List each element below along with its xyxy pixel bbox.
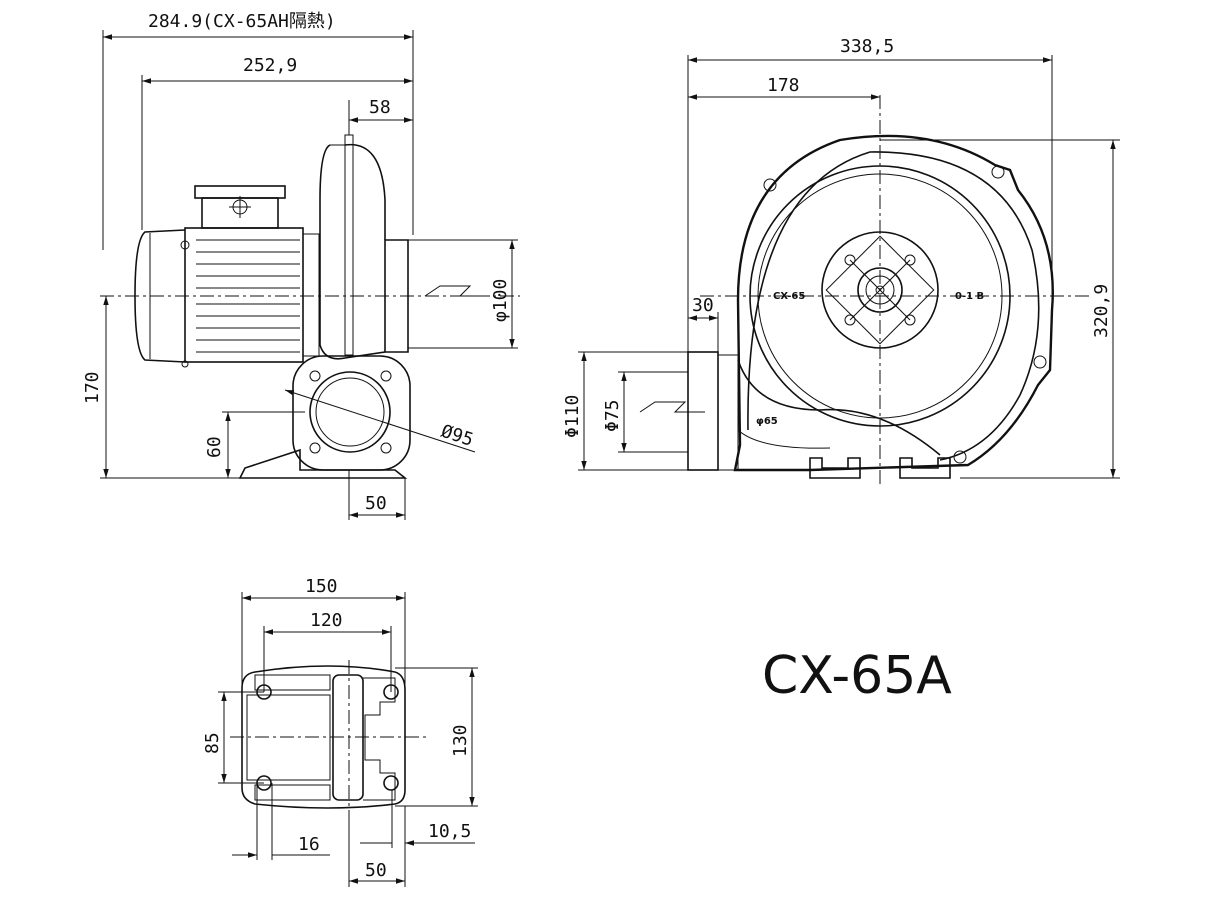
dim-hole-offset: 16 bbox=[298, 834, 320, 855]
base-plate bbox=[241, 665, 406, 809]
foot-left bbox=[809, 457, 861, 479]
front-model-mark: CX-65 bbox=[773, 291, 805, 302]
dim-outlet-dia: φ100 bbox=[490, 279, 511, 322]
volute-housing bbox=[733, 134, 1054, 472]
base-center-rib bbox=[332, 674, 364, 801]
side-base-foot bbox=[238, 448, 408, 479]
dim-flange-depth: 30 bbox=[692, 295, 714, 316]
dim-base-bottom-width: 50 bbox=[365, 860, 387, 881]
dim-base-width: 50 bbox=[365, 493, 387, 514]
front-inner-dia-mark: φ65 bbox=[756, 416, 778, 427]
base-dimensions: 150 120 85 130 16 bbox=[202, 576, 478, 887]
dim-front-total-width: 338,5 bbox=[840, 36, 894, 57]
casing-flange bbox=[344, 134, 354, 356]
dim-base-depth: 130 bbox=[450, 724, 471, 757]
dim-height-axis: 170 bbox=[82, 371, 103, 404]
fan-casing-side bbox=[319, 144, 409, 360]
foot-right bbox=[899, 457, 951, 479]
inlet-opening bbox=[309, 371, 391, 453]
side-view: 284.9(CX-65AH隔熱) 252,9 58 φ100 170 60 bbox=[82, 11, 520, 520]
dim-inlet-dia: Ø95 bbox=[438, 421, 475, 451]
outlet-duct bbox=[687, 351, 719, 471]
motor-body bbox=[184, 227, 304, 363]
dim-hole-pitch-y: 85 bbox=[202, 732, 223, 754]
dim-edge-offset: 10,5 bbox=[428, 821, 471, 842]
base-view: 150 120 85 130 16 bbox=[202, 576, 478, 887]
dim-total-insulated: 284.9(CX-65AH隔熱) bbox=[148, 11, 336, 32]
front-dimensions: 338,5 178 320,9 30 Φ110 Φ75 bbox=[562, 36, 1120, 479]
mount-hole-br bbox=[383, 775, 399, 791]
center-hub-plate bbox=[821, 231, 939, 349]
dim-inlet-height: 60 bbox=[204, 436, 225, 458]
airflow-arrow-icon bbox=[424, 285, 490, 297]
dim-front-total-height: 320,9 bbox=[1091, 284, 1112, 338]
side-dimensions: 284.9(CX-65AH隔熱) 252,9 58 φ100 170 60 bbox=[82, 11, 518, 520]
model-title: CX-65A bbox=[762, 646, 952, 706]
front-view: CX-65 0-1 B φ65 338,5 178 320,9 bbox=[562, 36, 1120, 488]
base-cutout-left bbox=[246, 694, 331, 781]
motor-fins bbox=[196, 239, 300, 353]
dim-outlet-depth: 58 bbox=[369, 97, 391, 118]
dim-flange-inner-dia: Φ75 bbox=[602, 399, 623, 432]
dim-base-width-150: 150 bbox=[305, 576, 338, 597]
impeller-housing bbox=[749, 165, 1011, 427]
dim-axis-offset: 178 bbox=[767, 75, 800, 96]
dim-hole-pitch-x: 120 bbox=[310, 610, 343, 631]
dim-flange-outer-dia: Φ110 bbox=[562, 395, 583, 438]
outlet-arrow-icon bbox=[639, 401, 705, 413]
dim-total: 252,9 bbox=[243, 55, 297, 76]
front-code-mark: 0-1 B bbox=[955, 291, 984, 302]
motor-end-cap bbox=[134, 229, 186, 363]
